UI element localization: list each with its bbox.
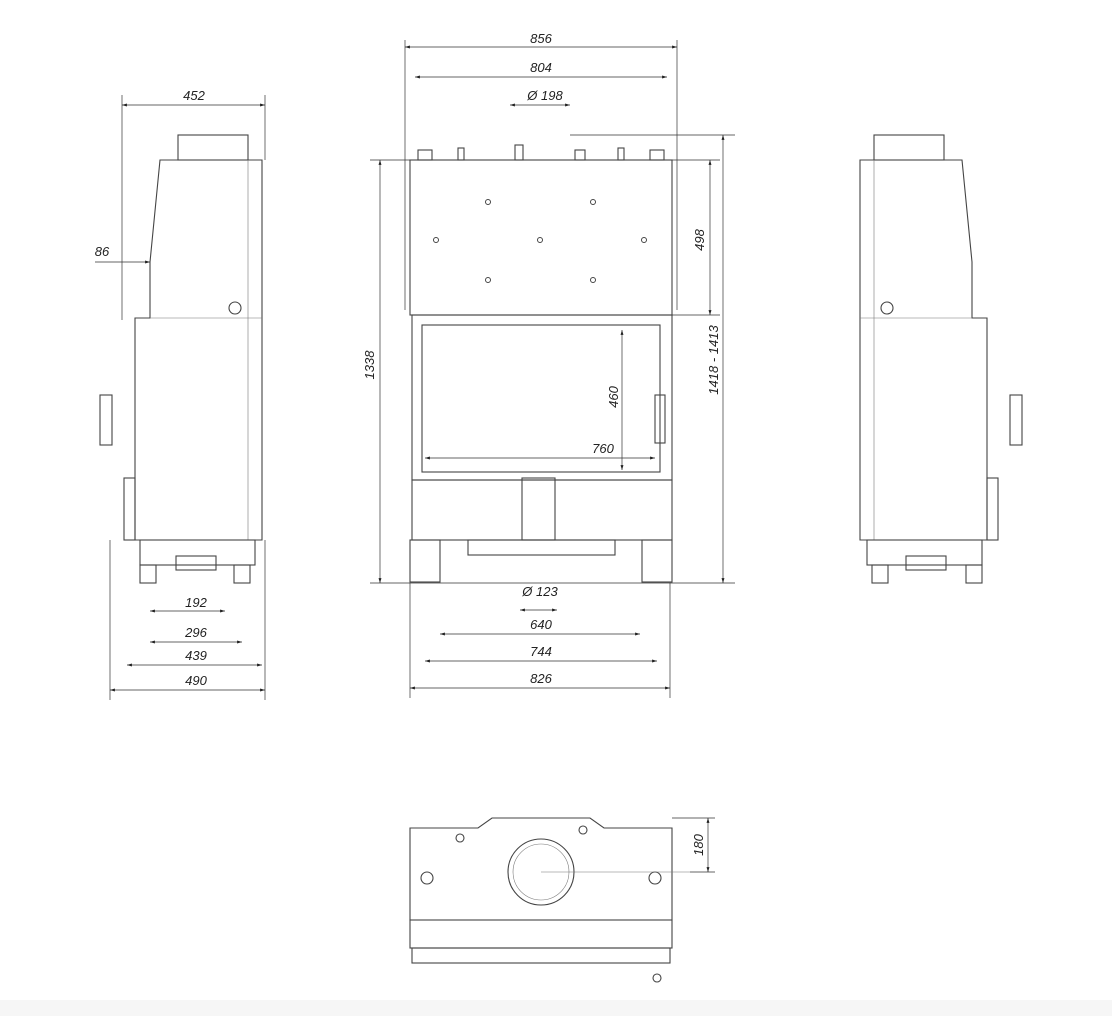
dim-804: 804 [530, 60, 552, 75]
dim-1338: 1338 [362, 350, 377, 380]
dim-826: 826 [530, 671, 552, 686]
dim-86: 86 [95, 244, 110, 259]
dim-439: 439 [185, 648, 207, 663]
dimension-lines [95, 40, 735, 873]
dim-744: 744 [530, 644, 552, 659]
dim-460: 460 [606, 385, 621, 407]
side-view-right [859, 134, 1023, 584]
dim-flue-198: Ø 198 [526, 88, 563, 103]
front-view [409, 144, 673, 583]
dim-640: 640 [530, 617, 552, 632]
footer-strip [0, 1000, 1112, 1016]
dim-490: 490 [185, 673, 207, 688]
dim-192: 192 [185, 595, 207, 610]
dim-452: 452 [183, 88, 205, 103]
dim-flue-123: Ø 123 [521, 584, 558, 599]
dimension-labels: 452 86 192 296 439 490 856 804 Ø 198 133… [95, 31, 721, 856]
dim-180: 180 [691, 833, 706, 855]
side-view-left [99, 134, 263, 584]
top-view [409, 817, 690, 983]
dim-760: 760 [592, 441, 614, 456]
dim-296: 296 [184, 625, 207, 640]
dim-856: 856 [530, 31, 552, 46]
dim-1418-1413: 1418 - 1413 [706, 325, 721, 395]
dim-498: 498 [692, 228, 707, 250]
